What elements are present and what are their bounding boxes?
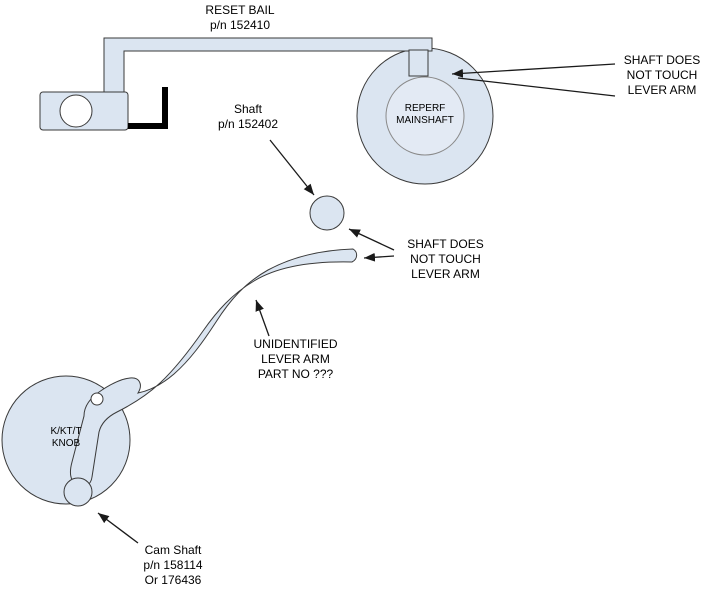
cam-shaft-circle: [63, 477, 93, 507]
unidentified-lever-label: UNIDENTIFIED LEVER ARM PART NO ???: [253, 337, 338, 381]
arrow-unidentified-label-to-arm: [255, 299, 270, 337]
shaft-not-touch-mid-label: SHAFT DOES NOT TOUCH LEVER ARM: [407, 237, 484, 281]
arrow-shaft-label-to-shaft: [269, 139, 315, 196]
arrow-top-label-to-notch-lower: [457, 77, 616, 97]
shaft-not-touch-top-label: SHAFT DOES NOT TOUCH LEVER ARM: [623, 53, 701, 97]
arrow-cam-label-to-cam-shaft: [97, 512, 139, 544]
lever-arm-shape: [69, 248, 358, 488]
lever-arm-pivot-hole: [90, 392, 104, 406]
arrow-mid-label-to-lever-arm: [363, 252, 395, 262]
l-bracket-shape: [128, 87, 168, 129]
bracket-hole: [59, 94, 93, 128]
reperf-mainshaft-label: REPERF MAINSHAFT: [396, 103, 454, 126]
bail-notch-shape: [408, 49, 429, 77]
arrow-top-label-to-notch-upper: [451, 63, 616, 78]
reset-bail-label: RESET BAIL p/n 152410: [205, 3, 275, 32]
arrow-mid-label-to-shaft: [348, 228, 395, 251]
knob-label: K/KT/T KNOB: [50, 426, 82, 449]
shaft-circle: [309, 195, 345, 231]
reperf-mainshaft-inner-circle: [385, 76, 465, 156]
cam-shaft-label: Cam Shaft p/n 158114 Or 176436: [143, 543, 203, 587]
shaft-label: Shaft p/n 152402: [217, 102, 279, 131]
